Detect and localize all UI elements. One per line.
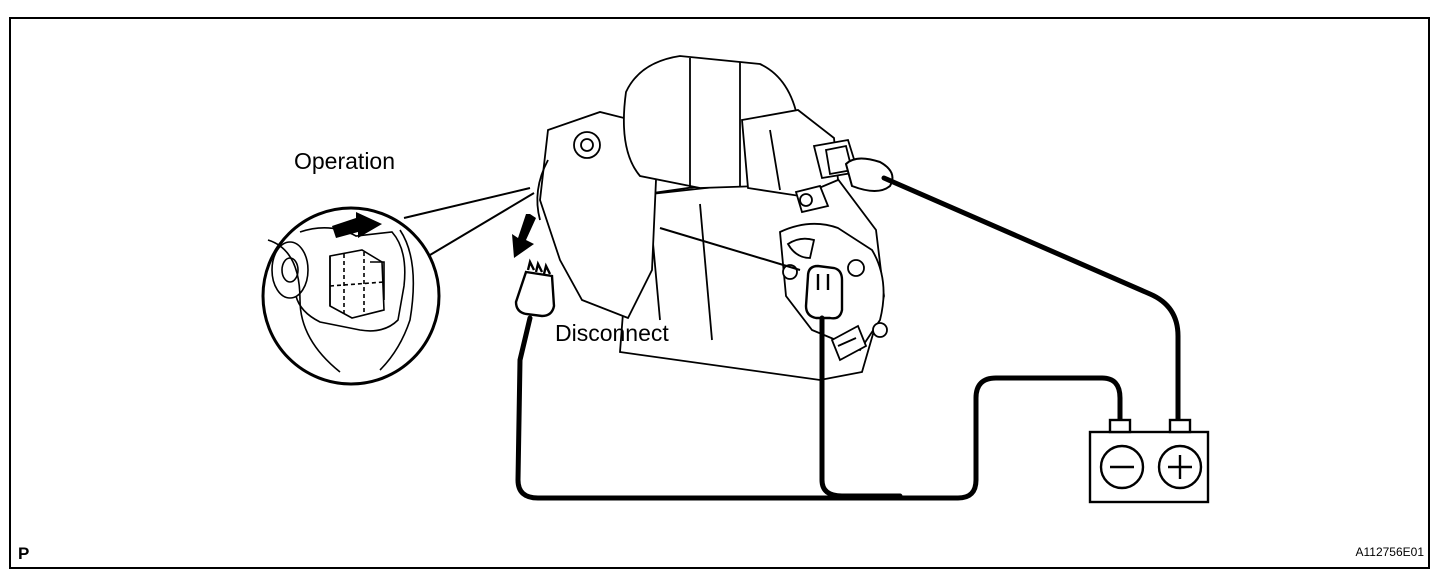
figure-code: A112756E01 [1355,545,1424,559]
page-marker: P [18,544,30,563]
disconnect-label: Disconnect [555,320,669,346]
terminal-50-clip [844,157,894,192]
diagram-frame [9,17,1430,569]
callout-leader-lines [403,187,535,256]
starter-motor [536,55,888,381]
test-leads [515,175,1181,501]
operation-label: Operation [294,148,396,174]
disconnected-plug [514,258,556,318]
operation-inset [261,206,441,386]
battery [1088,418,1210,504]
starter-connector [804,264,844,320]
disconnect-arrow [512,214,536,258]
